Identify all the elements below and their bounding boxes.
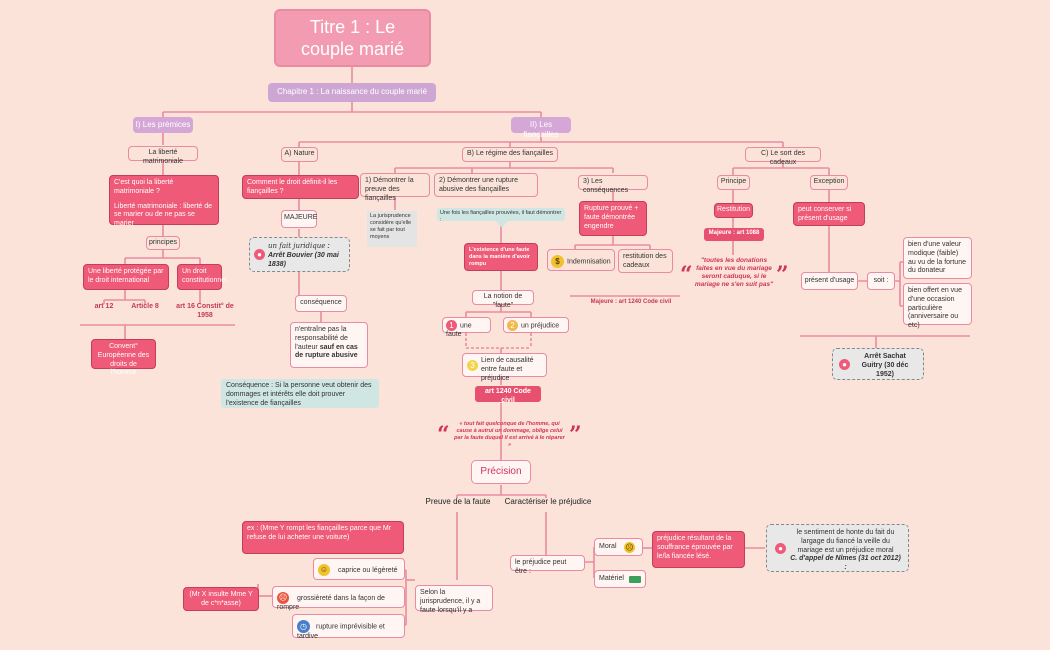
preuve-faute-node[interactable]: Preuve de la faute [425,497,491,506]
existence-node[interactable]: L'existence d'une faute dans la manière … [464,243,538,271]
demontrer-preuve-node[interactable]: 1) Démontrer la preuve des fiançailles [360,173,430,202]
grossierete-node[interactable]: ☹grossièreté dans la façon de rompre [272,586,405,611]
const-node[interactable]: Un droit constitutionnel [177,264,227,290]
art1240-badge[interactable]: art 1240 Code civil [475,386,541,404]
nature-node[interactable]: A) Nature [281,147,318,162]
smirk-face-icon: ☺ [318,564,330,576]
nimes-node[interactable]: ● le sentiment de honte du fait du larga… [766,524,909,572]
jurisprudence-note: La jurisprudence considère qu'elle se fa… [367,211,417,247]
materiel-label: Matériel [599,575,624,582]
number-two-icon: 2 [507,320,518,331]
money-icon [629,576,641,583]
liberte-question: C'est quoi la liberté matrimoniale ? [114,179,174,195]
number-three-icon: 3 [467,360,478,371]
responsabilite-text: n'entraîne pas la responsabilité de l'au… [295,326,348,351]
convention-node[interactable]: Convent° Européenne des droits de l'homm… [91,339,156,376]
fiancailles-node[interactable]: II) Les fiançailles [511,117,571,139]
clock-icon: ◷ [297,620,310,633]
premices-node[interactable]: I) Les prémices [133,117,193,133]
jurisprudence-faute-node[interactable]: Selon la jurisprudence, il y a faute lor… [415,585,493,614]
page-title: Titre 1 : Le couple marié [274,9,431,67]
insulte-node[interactable]: (Mr X insulte Mme Y de c*n*asse) [183,587,259,611]
liberte-node[interactable]: La liberté matrimoniale [128,146,198,165]
close-quote-icon-2: ” [776,262,789,288]
restitution-node[interactable]: Restitution [714,203,753,218]
moral-node[interactable]: Moral ☹ [594,538,643,556]
demontrer-rupture-node[interactable]: 2) Démontrer une rupture abusive des fia… [434,173,538,197]
fait-text: un fait juridique [268,242,326,250]
present-usage-node[interactable]: présent d'usage [801,272,858,290]
dollar-icon: $ [551,255,564,268]
occasion-node[interactable]: bien offert en vue d'une occasion partic… [903,283,972,329]
art1088-quote: "toutes les donations faites en vue du m… [694,257,774,289]
chapter-node[interactable]: Chapitre 1 : La naissance du couple mari… [268,83,436,102]
angry-face-icon: ☹ [277,592,289,604]
fait-juridique-node[interactable]: ● un fait juridique : Arrêt Bouvier (30 … [249,237,350,272]
caprice-node[interactable]: ☺ caprice ou légèreté [313,558,405,580]
open-quote-icon-2: “ [680,262,693,288]
nimes-ref: C. d'appel de Nîmes (31 oct 2012) : [790,555,901,571]
consequence-teal-node[interactable]: Conséquence : Si la personne veut obteni… [221,379,379,408]
caracteriser-node[interactable]: Caractériser le préjudice [504,497,592,506]
nature-question-node[interactable]: Comment le droit définit-il les fiançail… [242,175,359,199]
majeure-node[interactable]: MAJEURE [281,210,317,228]
un-prejudice-label: un préjudice [521,322,560,330]
cadeaux-node[interactable]: C) Le sort des cadeaux [745,147,821,166]
responsabilite-node[interactable]: n'entraîne pas la responsabilité de l'au… [290,322,368,368]
callout-arrow [496,221,508,228]
pin-icon-2: ● [839,359,850,370]
fait-ref: : Arrêt Bouvier (30 mai 1838) [268,243,339,268]
grossierete-label: grossièreté dans la façon de rompre [277,594,385,611]
liberte-definition: Liberté matrimoniale : liberté de se mar… [114,202,213,228]
caprice-label: caprice ou légèreté [338,566,398,574]
open-quote-icon: “ [437,422,450,448]
rupture-prouvee-node[interactable]: Rupture prouvé + faute démontrée engendr… [579,201,647,236]
majeure-1240-label: Majeure : art 1240 Code civil [590,299,672,305]
principe-node[interactable]: Principe [717,175,750,190]
majeure-1088-badge[interactable]: Majeure : art 1088 [704,228,764,241]
moral-def-node[interactable]: préjudice résultant de la souffrance épr… [652,531,745,568]
lien-label: Lien de causalité entre faute et préjudi… [481,357,534,382]
precision-node[interactable]: Précision [471,460,531,484]
consequences-node[interactable]: 3) Les conséquences [578,175,648,194]
exception-node[interactable]: Exception [810,175,848,190]
number-one-icon: 1 [446,320,457,331]
exemple-node[interactable]: ex : (Mme Y rompt les fiançailles parce … [242,521,404,554]
restitution-cadeaux-node[interactable]: restitution des cadeaux [618,249,673,273]
une-fois-note: Une fois les fiançailles prouvées, il fa… [437,208,565,223]
lien-node[interactable]: 3 Lien de causalité entre faute et préju… [462,353,547,382]
notion-node[interactable]: La notion de "faute" [472,290,534,309]
imprevisible-label: rupture imprévisible et tardive [297,623,385,640]
art1240-quote: « tout fait quelconque de l'homme, qui c… [454,421,565,448]
regime-node[interactable]: B) Le régime des fiançailles [462,147,558,162]
une-faute-label: une faute [446,322,472,339]
close-quote-icon: ” [569,422,582,448]
nimes-text: le sentiment de honte du fait du largage… [796,529,895,554]
indemnisation-node[interactable]: $Indemnisation [547,249,615,271]
pin-icon: ● [254,249,265,260]
principes-node[interactable]: principes [146,236,180,250]
sad-face-icon: ☹ [624,542,635,553]
responsabilite-bold: sauf en cas de rupture abusive [295,343,358,360]
valeur-node[interactable]: bien d'une valeur modique (faible) au vu… [903,237,972,279]
consequence-node[interactable]: conséquence [295,295,347,312]
imprevisible-node[interactable]: ◷rupture imprévisible et tardive [292,614,405,640]
art16-label: art 16 Constit° de 1958 [176,303,234,319]
art8-label: Article 8 [131,303,159,310]
intl-node[interactable]: Une liberté protégée par le droit intern… [83,264,169,290]
prejudice-peut-node[interactable]: le préjudice peut être : [510,555,585,575]
materiel-node[interactable]: Matériel [594,570,646,588]
moral-label: Moral [599,543,617,550]
indemnisation-label: Indemnisation [567,258,611,266]
arret-guitry-label: Arrêt Sachat Guitry (30 déc 1952) [861,353,909,378]
liberte-question-node[interactable]: C'est quoi la liberté matrimoniale ? Lib… [109,175,219,227]
arret-guitry-node[interactable]: ● Arrêt Sachat Guitry (30 déc 1952) [832,348,924,380]
soit-node[interactable]: soit : [867,272,895,290]
conserver-node[interactable]: peut conserver si présent d'usage [793,202,865,226]
art12-label: art 12 [94,303,114,310]
pin-icon-3: ● [775,543,786,554]
